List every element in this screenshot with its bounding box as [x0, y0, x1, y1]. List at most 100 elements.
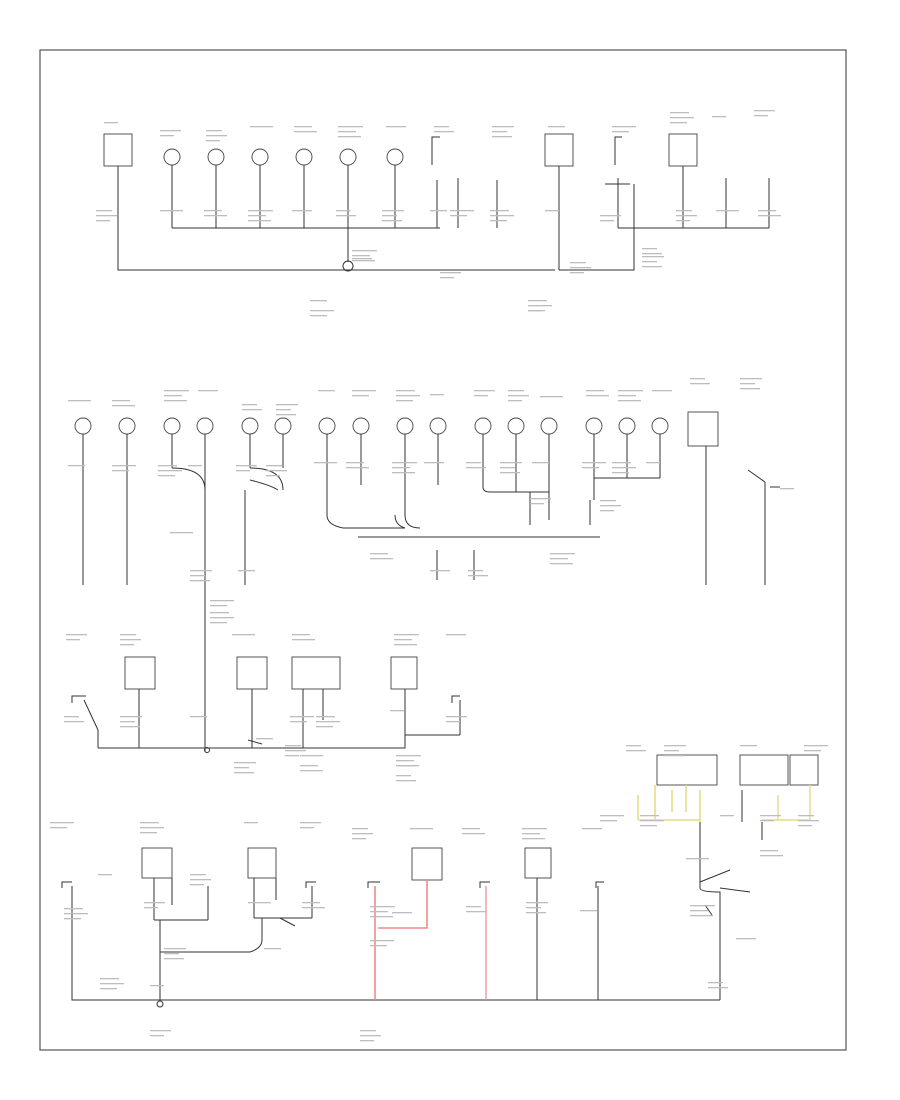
label-mark: [390, 710, 404, 712]
label-mark: [780, 488, 794, 490]
label-mark: [292, 210, 312, 212]
label-mark: [492, 126, 514, 128]
label-mark: [548, 126, 565, 128]
label-mark: [760, 815, 781, 817]
label-mark: [250, 126, 273, 128]
label-mark: [508, 395, 529, 397]
lamp-icon: [241, 417, 259, 435]
label-mark: [50, 827, 67, 829]
label-mark: [204, 215, 227, 217]
component-box: [687, 411, 719, 447]
label-mark: [396, 400, 413, 402]
section-3-wires: [83, 689, 461, 753]
label-mark: [570, 262, 586, 264]
label-mark: [300, 765, 318, 767]
label-mark: [462, 833, 485, 835]
label-mark: [600, 220, 614, 222]
lamp-icon: [118, 417, 136, 435]
lamp-icon: [74, 417, 92, 435]
label-mark: [190, 570, 212, 572]
label-mark: [120, 634, 136, 636]
label-mark: [382, 210, 404, 212]
label-mark: [530, 503, 544, 505]
label-mark: [754, 110, 775, 112]
label-mark: [618, 395, 636, 397]
label-mark: [338, 126, 363, 128]
component-box: [739, 754, 789, 786]
label-mark: [266, 475, 280, 477]
section-4-components: [61, 754, 819, 888]
label-mark: [392, 472, 415, 474]
label-mark: [290, 716, 314, 718]
label-mark: [248, 902, 271, 904]
diagram-border: [39, 49, 847, 1051]
component-box: [247, 847, 277, 879]
label-mark: [370, 553, 388, 555]
label-mark: [294, 131, 317, 133]
label-mark: [234, 767, 249, 769]
label-mark: [690, 915, 713, 917]
label-mark: [264, 948, 281, 950]
label-mark: [198, 390, 218, 392]
label-mark: [740, 383, 755, 385]
label-mark: [492, 131, 507, 133]
label-mark: [112, 405, 135, 407]
label-mark: [190, 575, 205, 577]
label-mark: [360, 1040, 374, 1042]
label-mark: [232, 634, 255, 636]
label-mark: [600, 215, 621, 217]
lamp-icon: [386, 148, 404, 166]
label-mark: [316, 721, 340, 723]
label-mark: [285, 755, 299, 757]
lamp-icon: [318, 417, 336, 435]
label-mark: [300, 827, 314, 829]
label-mark: [466, 467, 486, 469]
label-mark: [206, 130, 222, 132]
label-mark: [206, 140, 220, 142]
connector-bracket: [431, 136, 440, 165]
label-mark: [545, 210, 559, 212]
component-box: [141, 847, 173, 879]
label-mark: [100, 983, 124, 985]
label-mark: [396, 760, 414, 762]
label-mark: [522, 838, 545, 840]
label-mark: [500, 462, 522, 464]
label-mark: [618, 400, 641, 402]
label-mark: [370, 940, 394, 942]
label-mark: [760, 850, 778, 852]
label-mark: [586, 395, 609, 397]
label-mark: [338, 136, 361, 138]
label-mark: [550, 553, 575, 555]
label-mark: [302, 907, 325, 909]
label-mark: [450, 215, 467, 217]
label-mark: [210, 622, 227, 624]
label-mark: [670, 122, 687, 124]
label-mark: [150, 1035, 164, 1037]
label-mark: [190, 874, 206, 876]
component-box: [411, 847, 443, 881]
yellow-wire: [762, 785, 811, 821]
label-mark: [798, 825, 812, 827]
component-box: [524, 847, 552, 879]
label-mark: [528, 305, 552, 307]
label-mark: [236, 470, 250, 472]
label-mark: [64, 908, 83, 910]
label-mark: [600, 815, 624, 817]
label-mark: [446, 721, 460, 723]
label-mark: [532, 462, 549, 464]
label-mark: [68, 400, 91, 402]
label-mark: [676, 220, 690, 222]
label-mark: [352, 828, 368, 830]
label-mark: [68, 465, 85, 467]
label-mark: [686, 858, 709, 860]
label-mark: [440, 277, 454, 279]
label-mark: [310, 315, 327, 317]
connector-bracket: [305, 881, 316, 888]
label-mark: [360, 1035, 381, 1037]
label-mark: [352, 255, 370, 257]
label-mark: [248, 215, 266, 217]
label-mark: [164, 948, 186, 950]
label-mark: [392, 462, 417, 464]
connector-bracket: [479, 881, 490, 888]
label-mark: [394, 644, 417, 646]
